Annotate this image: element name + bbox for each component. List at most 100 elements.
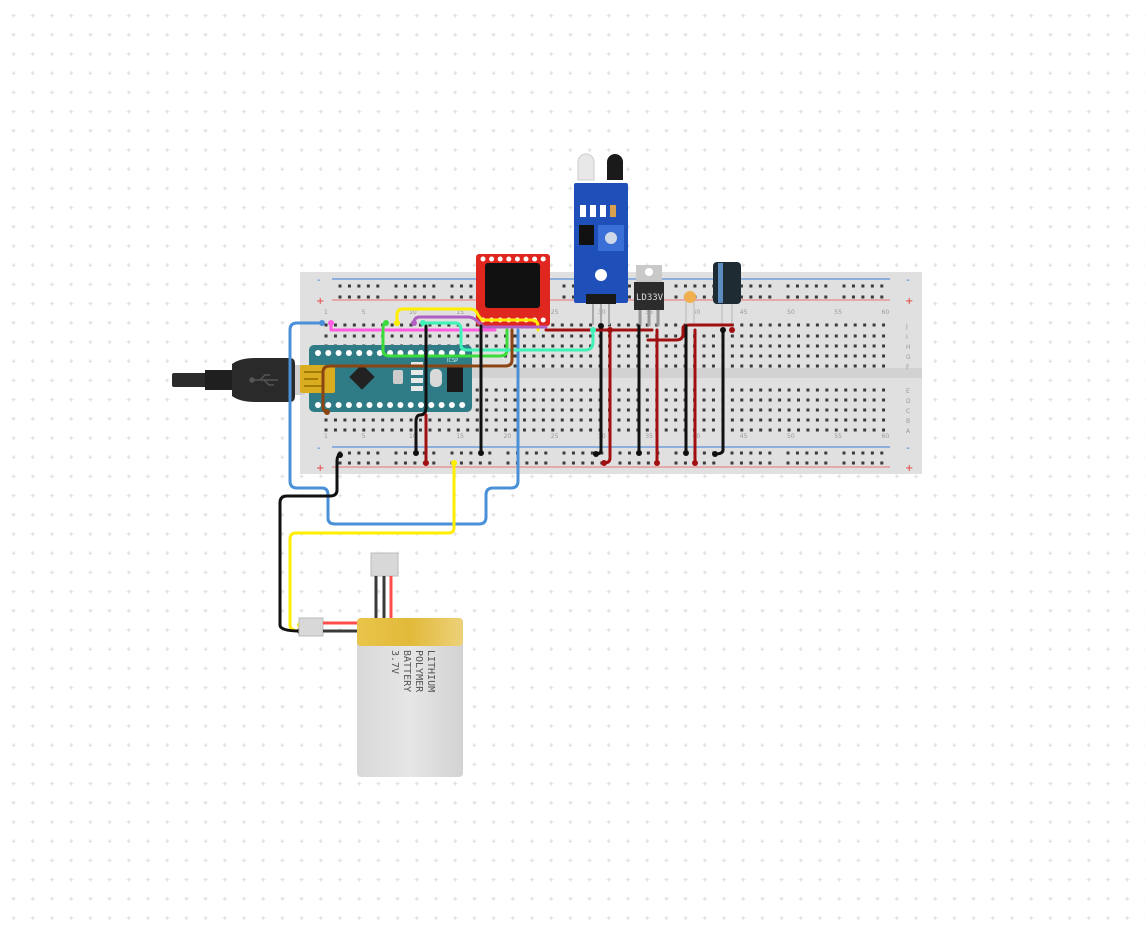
breadboard-hole[interactable] bbox=[513, 354, 517, 358]
voltage-regulator[interactable]: LD33V bbox=[634, 265, 664, 326]
breadboard-hole[interactable] bbox=[626, 354, 630, 358]
rail-hole[interactable] bbox=[469, 451, 473, 455]
rail-hole[interactable] bbox=[534, 451, 538, 455]
breadboard-hole[interactable] bbox=[815, 398, 819, 402]
breadboard-hole[interactable] bbox=[882, 323, 886, 327]
wire-endpoint[interactable] bbox=[590, 327, 596, 333]
breadboard-hole[interactable] bbox=[579, 354, 583, 358]
arduino-pin[interactable] bbox=[366, 402, 373, 408]
breadboard-hole[interactable] bbox=[834, 323, 838, 327]
breadboard-hole[interactable] bbox=[806, 428, 810, 432]
breadboard-hole[interactable] bbox=[797, 388, 800, 392]
breadboard-hole[interactable] bbox=[551, 388, 555, 392]
breadboard-hole[interactable] bbox=[617, 418, 621, 422]
breadboard-hole[interactable] bbox=[485, 334, 489, 338]
breadboard-hole[interactable] bbox=[645, 388, 649, 392]
breadboard-hole[interactable] bbox=[551, 428, 555, 432]
wire-endpoint[interactable] bbox=[413, 450, 419, 456]
breadboard-hole[interactable] bbox=[645, 398, 649, 402]
breadboard-hole[interactable] bbox=[371, 428, 375, 432]
wire-endpoint[interactable] bbox=[601, 460, 607, 466]
rail-hole[interactable] bbox=[768, 461, 772, 465]
breadboard-hole[interactable] bbox=[570, 334, 574, 338]
rail-hole[interactable] bbox=[683, 461, 687, 465]
breadboard-hole[interactable] bbox=[456, 334, 460, 338]
breadboard-hole[interactable] bbox=[466, 323, 470, 327]
rail-hole[interactable] bbox=[571, 284, 575, 288]
breadboard-hole[interactable] bbox=[589, 323, 593, 327]
wire-yellow[interactable] bbox=[395, 307, 540, 332]
breadboard-hole[interactable] bbox=[664, 334, 668, 338]
breadboard-hole[interactable] bbox=[589, 388, 593, 392]
breadboard-hole[interactable] bbox=[485, 408, 489, 412]
breadboard-hole[interactable] bbox=[882, 428, 886, 432]
breadboard-hole[interactable] bbox=[400, 323, 404, 327]
breadboard-hole[interactable] bbox=[711, 334, 715, 338]
breadboard-hole[interactable] bbox=[532, 408, 536, 412]
breadboard-hole[interactable] bbox=[560, 334, 564, 338]
breadboard-hole[interactable] bbox=[447, 323, 451, 327]
breadboard-hole[interactable] bbox=[702, 398, 706, 402]
breadboard-hole[interactable] bbox=[428, 323, 432, 327]
breadboard-hole[interactable] bbox=[362, 334, 366, 338]
arduino-pin[interactable] bbox=[345, 402, 352, 408]
breadboard-hole[interactable] bbox=[513, 344, 517, 348]
rail-hole[interactable] bbox=[795, 451, 799, 455]
breadboard-hole[interactable] bbox=[419, 418, 422, 422]
rail-hole[interactable] bbox=[581, 451, 585, 455]
rail-hole[interactable] bbox=[590, 461, 594, 465]
rail-hole[interactable] bbox=[459, 295, 463, 299]
breadboard-hole[interactable] bbox=[617, 354, 621, 358]
rail-hole[interactable] bbox=[376, 295, 380, 299]
wire-endpoint[interactable] bbox=[420, 320, 426, 326]
breadboard-hole[interactable] bbox=[560, 398, 564, 402]
breadboard-hole[interactable] bbox=[711, 428, 715, 432]
breadboard-hole[interactable] bbox=[825, 418, 829, 422]
wire-endpoint[interactable] bbox=[423, 460, 429, 466]
wire-endpoint[interactable] bbox=[729, 327, 735, 333]
breadboard-hole[interactable] bbox=[787, 354, 791, 358]
breadboard-hole[interactable] bbox=[711, 398, 715, 402]
breadboard-hole[interactable] bbox=[362, 428, 366, 432]
breadboard-hole[interactable] bbox=[419, 323, 422, 327]
rail-hole[interactable] bbox=[488, 451, 492, 455]
rail-hole[interactable] bbox=[469, 295, 473, 299]
breadboard-hole[interactable] bbox=[872, 323, 876, 327]
breadboard-hole[interactable] bbox=[352, 418, 356, 422]
breadboard-hole[interactable] bbox=[674, 344, 678, 348]
wire-endpoint[interactable] bbox=[337, 452, 343, 458]
breadboard-hole[interactable] bbox=[626, 418, 630, 422]
rail-hole[interactable] bbox=[394, 284, 398, 288]
wire-endpoint[interactable] bbox=[712, 451, 718, 457]
breadboard-hole[interactable] bbox=[645, 418, 649, 422]
breadboard-hole[interactable] bbox=[882, 354, 886, 358]
breadboard-hole[interactable] bbox=[664, 408, 668, 412]
breadboard-hole[interactable] bbox=[787, 344, 791, 348]
breadboard-hole[interactable] bbox=[343, 418, 347, 422]
arduino-pin[interactable] bbox=[459, 402, 466, 408]
rail-hole[interactable] bbox=[403, 461, 407, 465]
rail-hole[interactable] bbox=[795, 461, 799, 465]
breadboard-hole[interactable] bbox=[645, 364, 649, 368]
breadboard-hole[interactable] bbox=[551, 364, 555, 368]
rail-hole[interactable] bbox=[768, 295, 772, 299]
breadboard-hole[interactable] bbox=[778, 344, 782, 348]
breadboard-hole[interactable] bbox=[815, 364, 819, 368]
breadboard-hole[interactable] bbox=[664, 418, 668, 422]
rail-hole[interactable] bbox=[851, 461, 855, 465]
arduino-pin[interactable] bbox=[376, 350, 383, 356]
oled-pin-top[interactable] bbox=[532, 256, 538, 262]
breadboard-hole[interactable] bbox=[768, 408, 772, 412]
breadboard-hole[interactable] bbox=[749, 388, 753, 392]
rail-hole[interactable] bbox=[366, 461, 370, 465]
breadboard-hole[interactable] bbox=[768, 354, 772, 358]
breadboard-hole[interactable] bbox=[437, 428, 441, 432]
breadboard-hole[interactable] bbox=[626, 323, 630, 327]
breadboard-hole[interactable] bbox=[882, 398, 886, 402]
breadboard-hole[interactable] bbox=[494, 418, 498, 422]
breadboard-hole[interactable] bbox=[806, 364, 810, 368]
rail-hole[interactable] bbox=[394, 451, 398, 455]
breadboard-hole[interactable] bbox=[863, 354, 867, 358]
wire-endpoint[interactable] bbox=[593, 451, 599, 457]
breadboard-hole[interactable] bbox=[494, 398, 498, 402]
